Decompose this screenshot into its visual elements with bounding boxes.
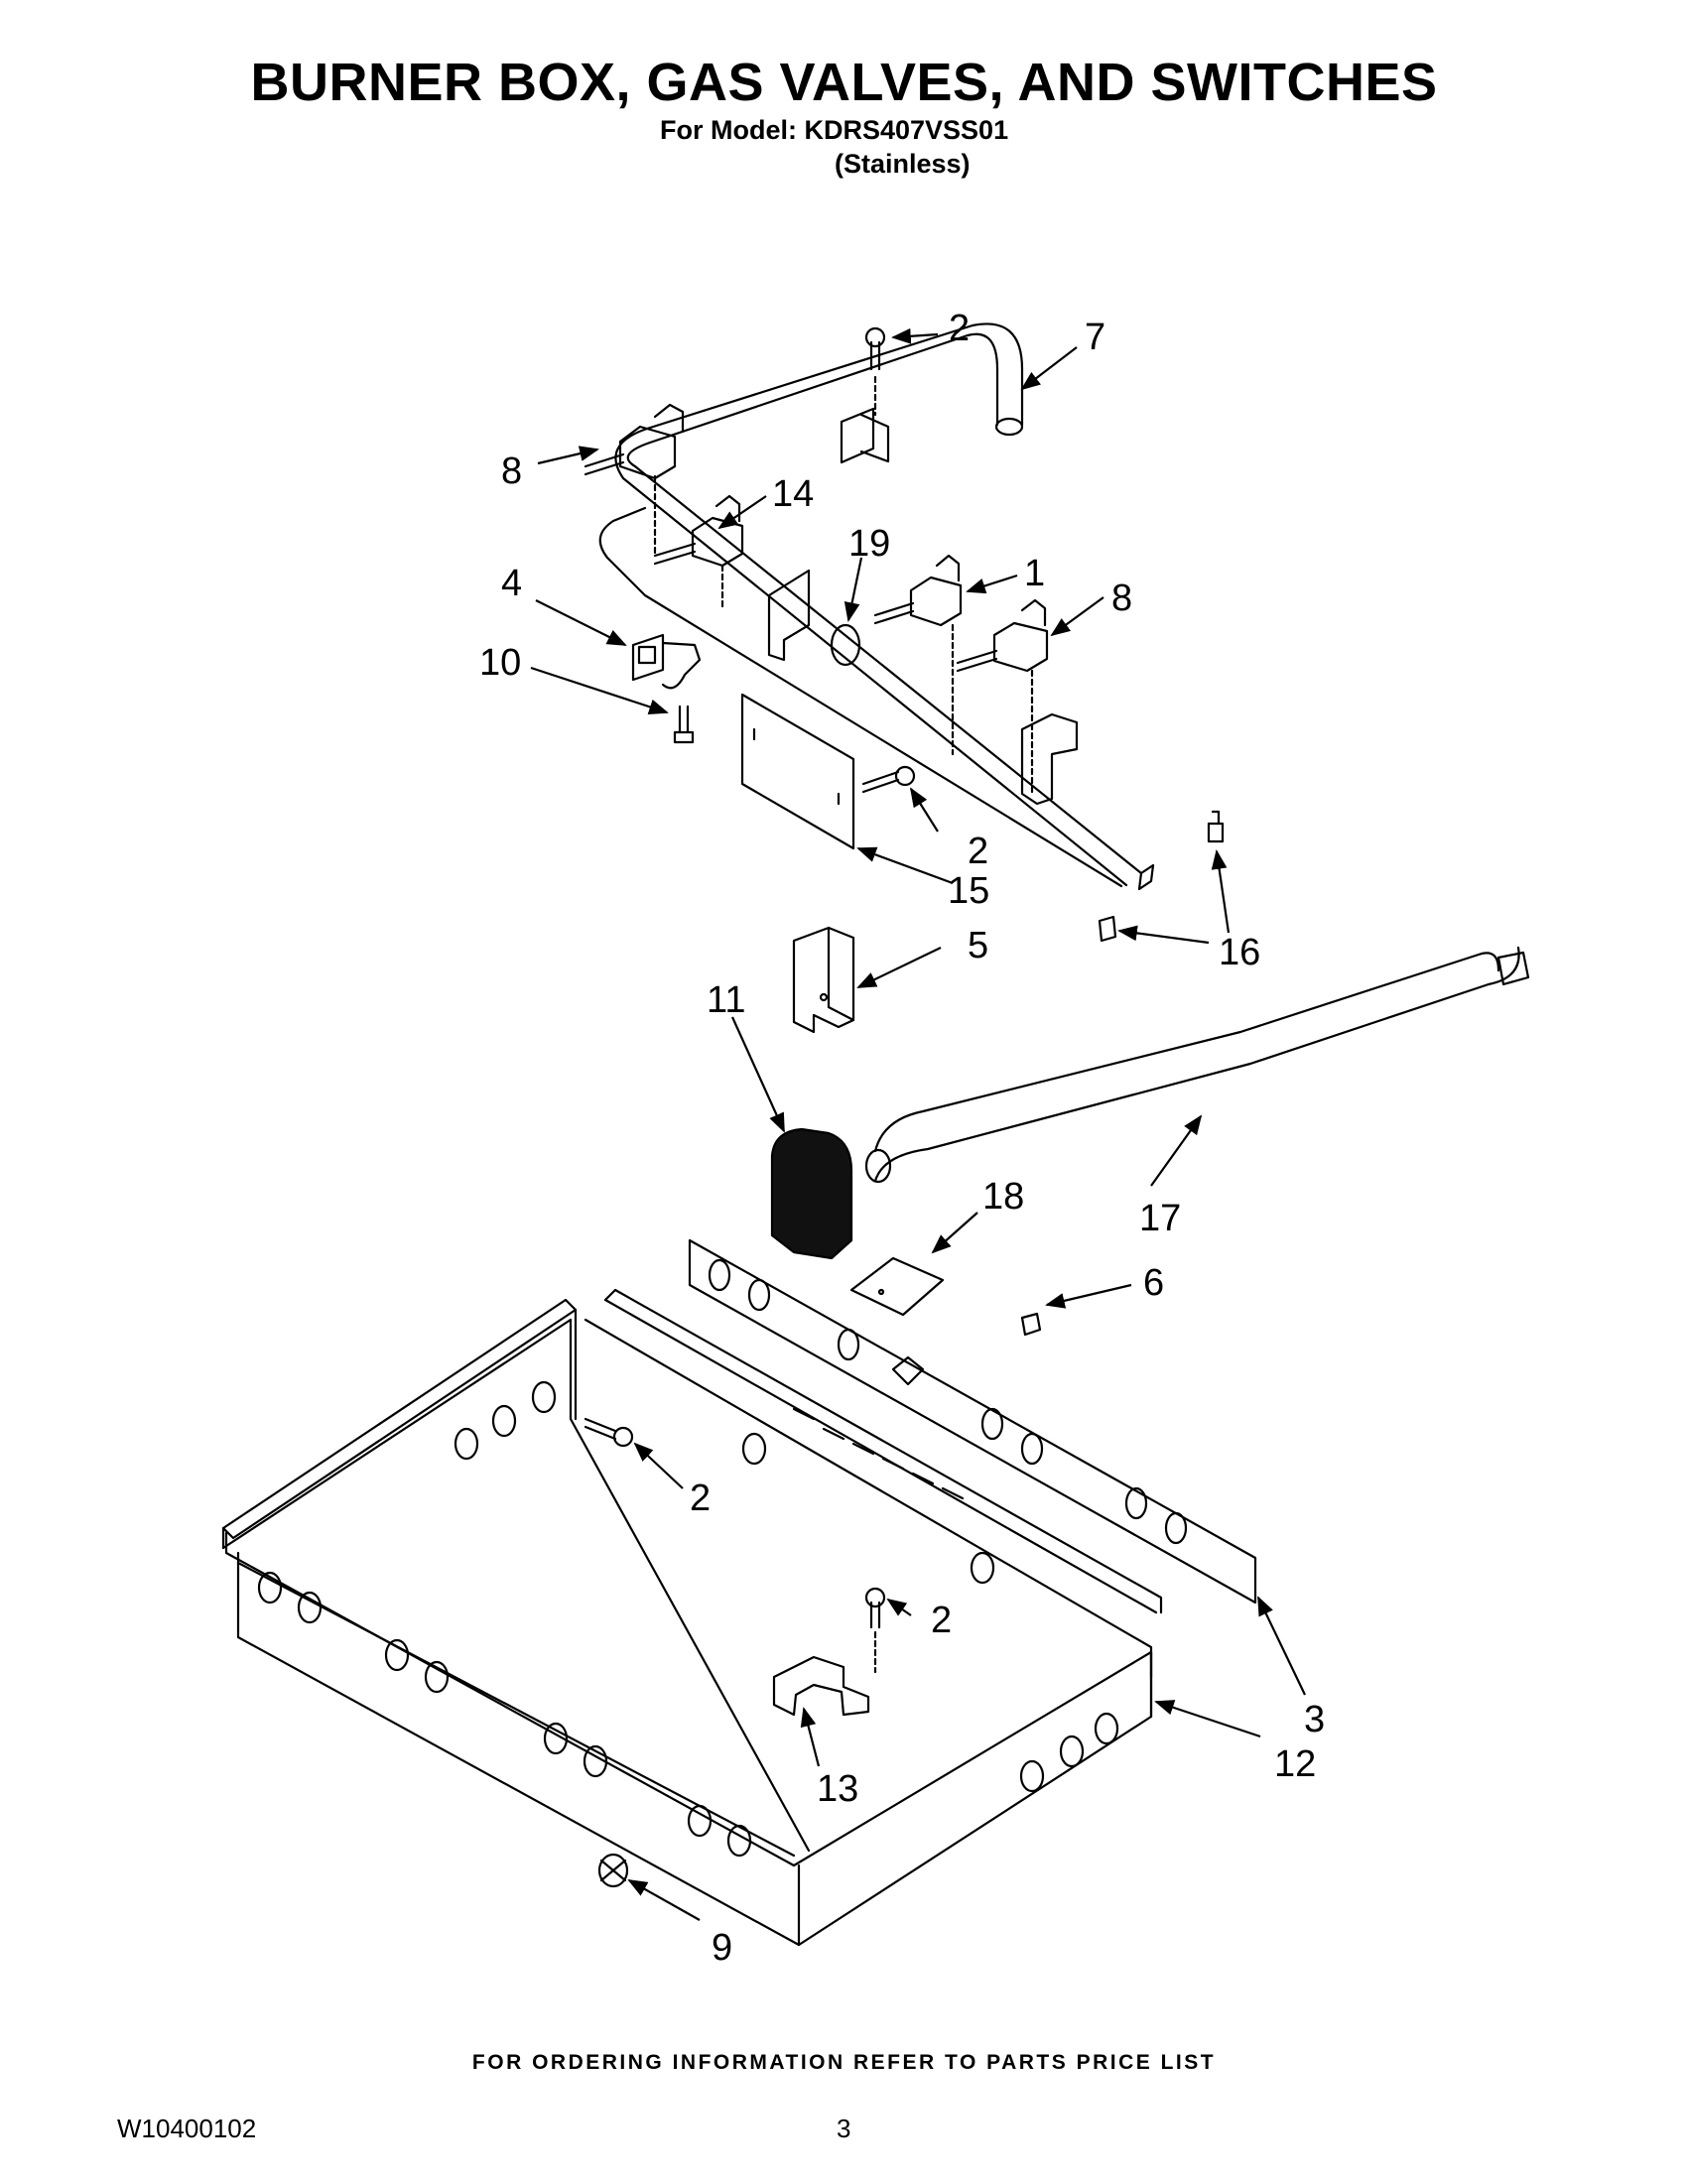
callout-8-right: 8: [1111, 578, 1132, 619]
manifold-bracket-mid: [767, 569, 811, 662]
callout-13: 13: [817, 1768, 858, 1810]
disc-19: [830, 623, 861, 667]
screw-2-box: [584, 1417, 634, 1448]
manifold-tube: [598, 322, 1155, 891]
callout-11: 11: [707, 979, 745, 1021]
callout-19: 19: [848, 523, 890, 565]
callout-5: 5: [968, 925, 988, 966]
grommet-9: [597, 1853, 629, 1888]
gas-valve-8-top: [584, 403, 685, 558]
gas-valve-8-right: [956, 598, 1049, 796]
ordering-note: FOR ORDERING INFORMATION REFER TO PARTS …: [471, 2051, 1217, 2074]
manifold-bracket-top: [840, 407, 890, 464]
model-variant: (Stainless): [835, 149, 971, 179]
callout-2-plate: 2: [968, 831, 988, 872]
manifold-bracket-right: [1020, 712, 1079, 806]
callout-9: 9: [712, 1927, 732, 1969]
document-number: W10400102: [117, 2114, 257, 2143]
callout-10: 10: [479, 642, 521, 684]
switch-clip-4: [631, 633, 702, 690]
panel-3: [688, 1238, 1257, 1605]
callout-8-top: 8: [501, 450, 522, 492]
callout-12: 12: [1274, 1743, 1316, 1785]
gas-valve-1: [873, 554, 963, 756]
page-title: BURNER BOX, GAS VALVES, AND SWITCHES: [250, 53, 1438, 112]
callout-14: 14: [772, 473, 814, 515]
callout-17: 17: [1139, 1198, 1181, 1239]
callout-6: 6: [1143, 1262, 1164, 1304]
screw-10: [673, 705, 695, 744]
cover-plate-15: [740, 693, 855, 850]
gas-tube-17: [864, 946, 1530, 1184]
callout-3: 3: [1304, 1699, 1325, 1740]
callout-18: 18: [982, 1176, 1024, 1218]
screw-2-bracket: [864, 1587, 886, 1674]
screw-2-top: [864, 326, 886, 417]
callout-7: 7: [1085, 317, 1105, 358]
spark-module-11: [770, 1127, 853, 1260]
screw-6: [1020, 1312, 1042, 1337]
plate-18: [849, 1256, 945, 1317]
bracket-5: [792, 926, 855, 1034]
callout-2-bracket: 2: [931, 1600, 952, 1641]
callout-2-box: 2: [690, 1477, 711, 1519]
bracket-13: [772, 1655, 870, 1717]
callout-4: 4: [501, 563, 522, 604]
fitting-16-lower: [1098, 915, 1117, 943]
fitting-16-upper: [1207, 810, 1225, 843]
page-number: 3: [837, 2114, 851, 2143]
callout-2-top: 2: [949, 308, 970, 349]
screw-2-plate: [861, 765, 916, 794]
gas-valve-14: [653, 494, 744, 612]
burner-box-12: [221, 1288, 1163, 1947]
callout-1: 1: [1024, 553, 1045, 594]
callout-15: 15: [948, 870, 989, 912]
callout-16: 16: [1219, 932, 1260, 973]
model-line: For Model: KDRS407VSS01: [660, 115, 1009, 145]
